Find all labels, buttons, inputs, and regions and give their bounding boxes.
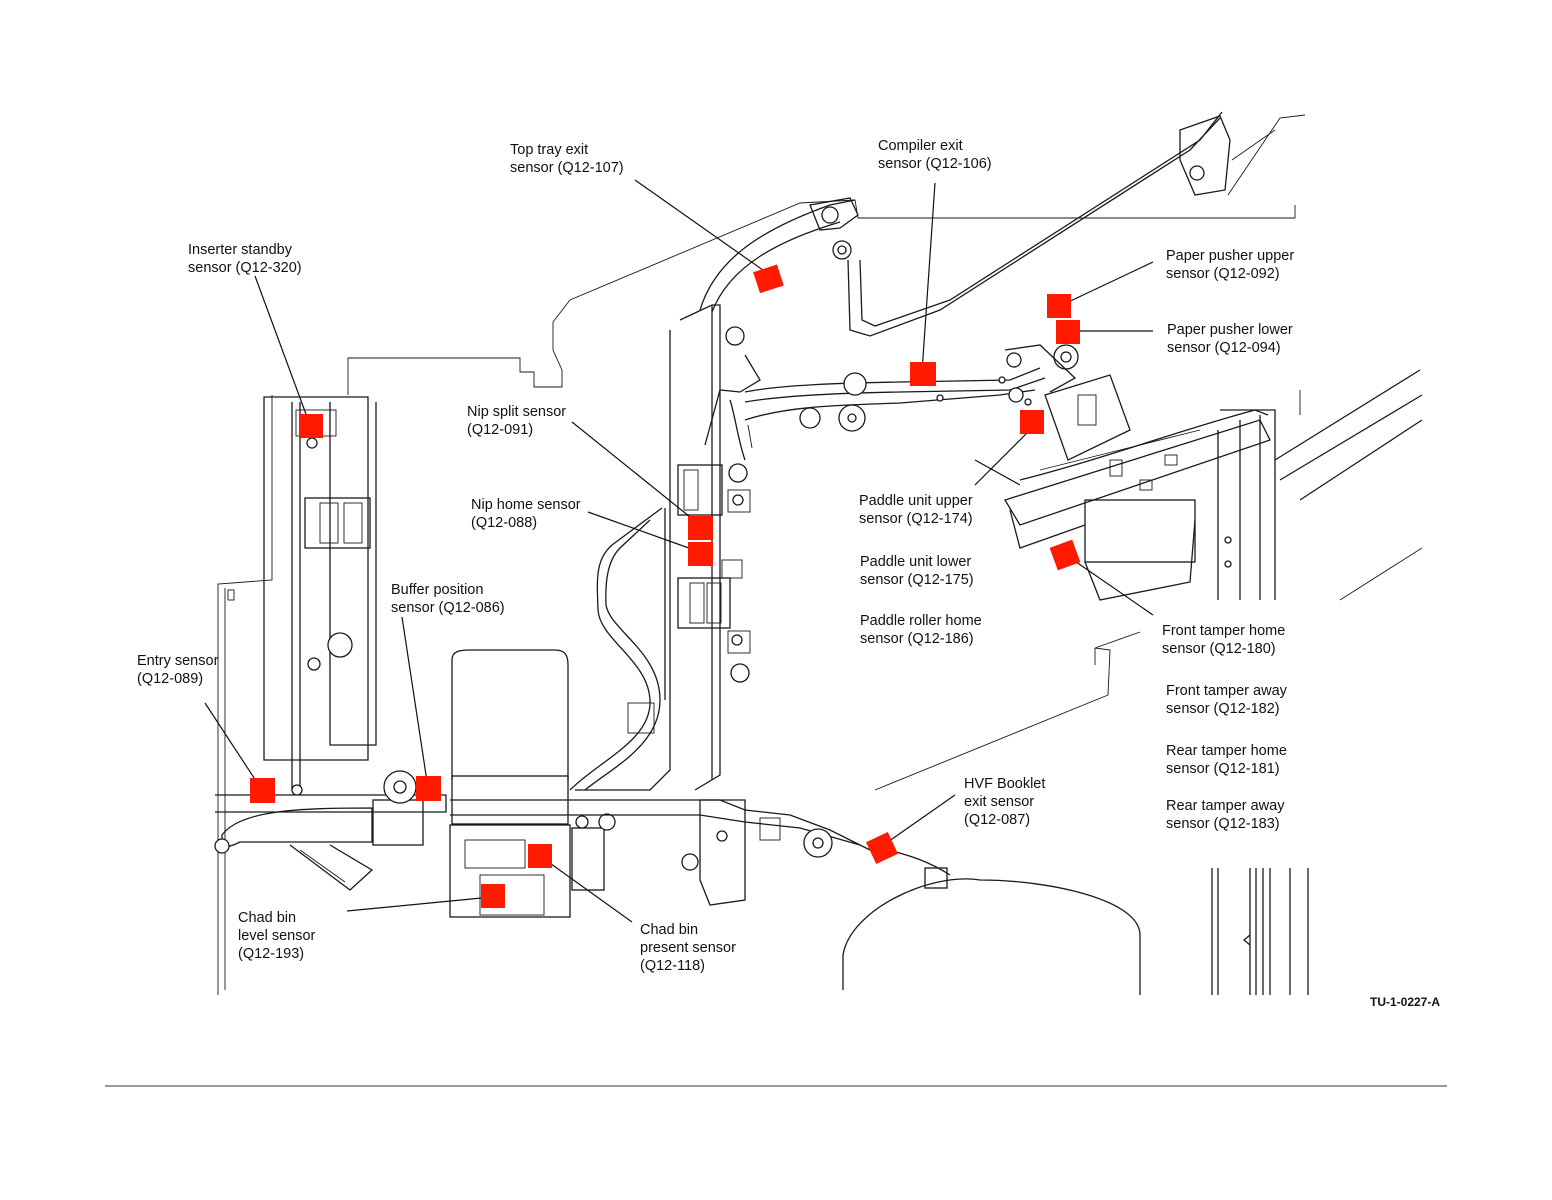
- label-paper-pusher-upper: Paper pusher upper sensor (Q12-092): [1166, 248, 1298, 282]
- label-nip-home: Nip home sensor (Q12-088): [471, 497, 585, 531]
- sensor-marker-paddle-unit: [1020, 410, 1044, 434]
- label-chad-bin-present: Chad bin present sensor (Q12-118): [640, 922, 740, 974]
- sensor-marker-compiler-exit: [910, 362, 936, 386]
- sensor-marker-nip-split: [688, 516, 713, 540]
- label-paper-pusher-lower: Paper pusher lower sensor (Q12-094): [1167, 322, 1297, 356]
- label-rear-tamper-home: Rear tamper home sensor (Q12-181): [1166, 743, 1291, 777]
- sensor-markers: [250, 264, 1081, 908]
- label-paddle-unit-upper: Paddle unit upper sensor (Q12-174): [859, 493, 977, 527]
- sensor-marker-top-tray-exit: [753, 264, 784, 294]
- label-hvf-booklet-exit: HVF Booklet exit sensor (Q12-087): [964, 776, 1049, 828]
- sensor-marker-chad-bin-present: [528, 844, 552, 868]
- figure-reference: TU-1-0227-A: [1370, 995, 1440, 1009]
- finisher-mechanism-drawing: [214, 111, 1423, 995]
- label-nip-split: Nip split sensor (Q12-091): [467, 404, 570, 438]
- label-paddle-unit-lower: Paddle unit lower sensor (Q12-175): [860, 554, 975, 588]
- label-top-tray-exit: Top tray exit sensor (Q12-107): [510, 142, 624, 176]
- sensor-marker-paper-pusher-lower: [1056, 320, 1080, 344]
- callout-labels: Top tray exit sensor (Q12-107) Compiler …: [137, 138, 1298, 974]
- leader-lines: [204, 179, 1154, 923]
- sensor-marker-hvf-booklet-exit: [866, 832, 898, 864]
- label-inserter-standby: Inserter standby sensor (Q12-320): [188, 242, 302, 276]
- sensor-marker-chad-bin-level: [481, 884, 505, 908]
- sensor-marker-paper-pusher-upper: [1047, 294, 1071, 318]
- label-chad-bin-level: Chad bin level sensor (Q12-193): [238, 910, 319, 962]
- label-buffer-position: Buffer position sensor (Q12-086): [391, 582, 505, 616]
- sensor-marker-inserter-standby: [299, 414, 323, 438]
- label-entry: Entry sensor (Q12-089): [137, 653, 222, 687]
- sensor-marker-nip-home: [688, 542, 713, 566]
- sensor-marker-front-tamper: [1049, 539, 1081, 571]
- label-compiler-exit: Compiler exit sensor (Q12-106): [878, 138, 992, 172]
- label-front-tamper-away: Front tamper away sensor (Q12-182): [1166, 683, 1291, 717]
- label-rear-tamper-away: Rear tamper away sensor (Q12-183): [1166, 798, 1289, 832]
- label-paddle-roller-home: Paddle roller home sensor (Q12-186): [860, 613, 986, 647]
- label-front-tamper-home: Front tamper home sensor (Q12-180): [1162, 623, 1289, 657]
- sensor-marker-entry: [250, 778, 275, 803]
- sensor-marker-buffer-position: [416, 776, 441, 801]
